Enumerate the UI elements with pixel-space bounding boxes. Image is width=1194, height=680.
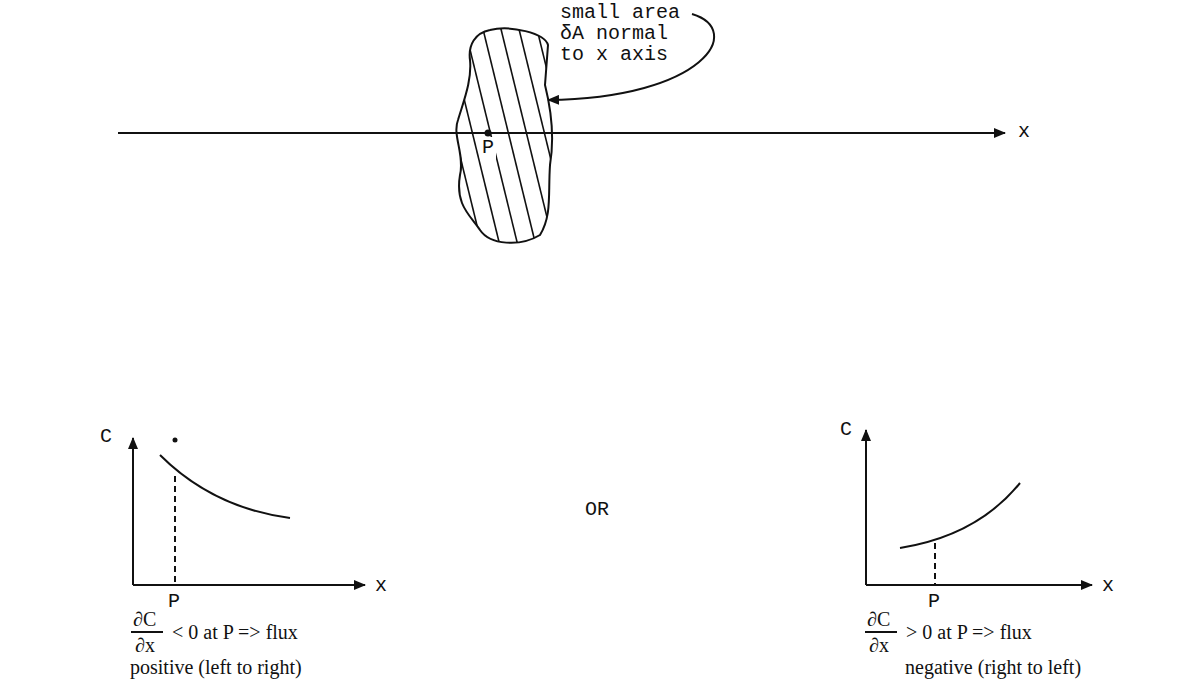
x-axis [133,584,365,586]
hatch-line [518,25,560,250]
point-label: P [480,137,496,159]
area-outline [450,25,560,250]
caption-text: < 0 at P => flux [172,621,298,644]
hatch-line [464,25,519,250]
caption-text: positive (left to right) [130,656,302,679]
stray-dot [173,438,178,443]
caption-text: negative (right to left) [905,656,1081,679]
x-axis [118,132,1005,134]
or-label: OR [585,498,609,521]
concentration-curve [900,483,1020,548]
dashed-line [934,543,936,585]
fraction-denominator: ∂x [135,634,155,657]
fraction-bar [131,631,163,633]
fraction-numerator: ∂C [867,608,890,631]
fraction-numerator: ∂C [133,608,156,631]
hatch-line [450,25,483,250]
area-border [456,28,552,242]
hatch-line [554,25,560,250]
point-dot [485,130,492,137]
point-label: P [928,590,940,613]
fraction-denominator: ∂x [869,634,889,657]
c-axis [865,430,867,585]
callout-text: small area δA normal to x axis [560,2,685,65]
fraction-bar [865,631,897,633]
dashed-line [174,476,176,585]
c-axis [132,438,134,585]
point-label: P [168,590,180,613]
axis-label: x [1018,120,1030,143]
x-axis [866,584,1092,586]
concentration-curve [160,455,290,518]
axis-label: C [840,418,852,441]
axis-label: x [375,574,387,597]
caption-text: > 0 at P => flux [906,621,1032,644]
axis-label: C [100,425,112,448]
hatched-area: P [450,25,560,250]
axis-label: x [1102,574,1114,597]
